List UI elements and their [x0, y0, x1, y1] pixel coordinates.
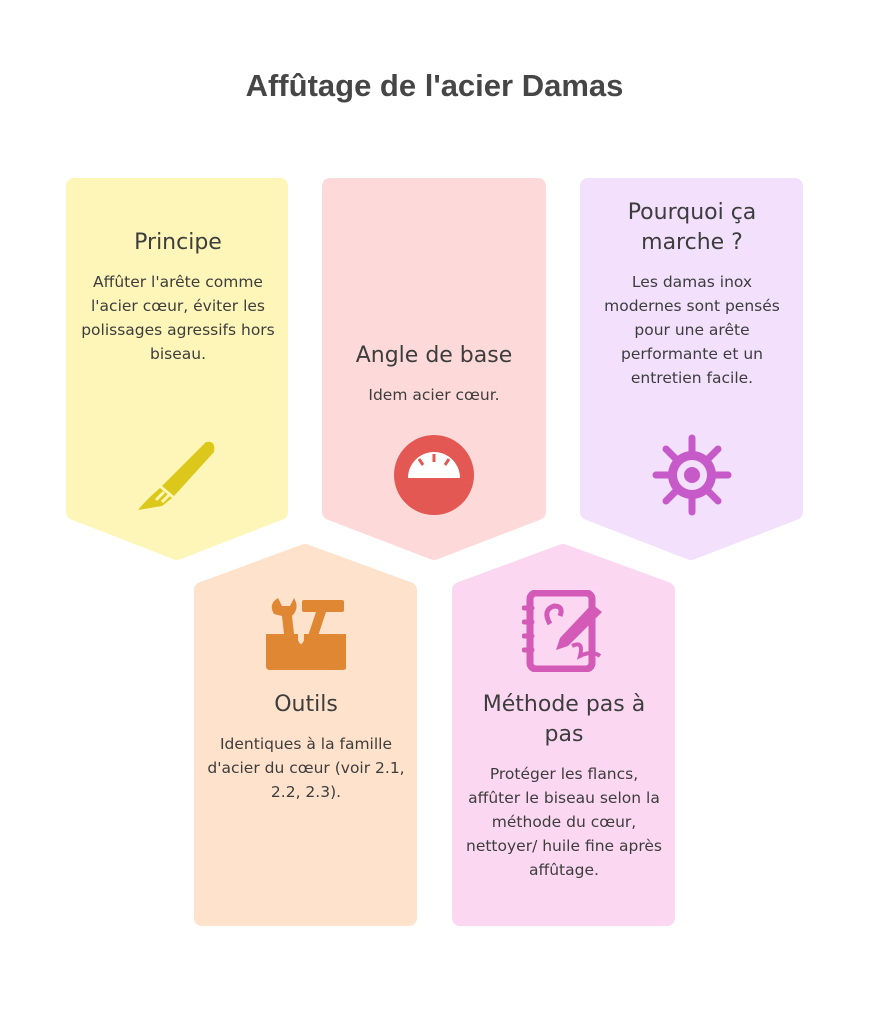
- card-body: Affûter l'arête comme l'acier cœur, évit…: [81, 273, 275, 363]
- card-heading: Principe: [134, 230, 222, 255]
- card-principe-shape: [66, 178, 288, 560]
- card-angle-shape: [322, 178, 546, 560]
- gear-icon: [652, 434, 732, 516]
- card-body: Idem acier cœur.: [368, 386, 500, 404]
- notebook-pen-icon: [522, 590, 602, 672]
- card-principe: Principe Affûter l'arête comme l'acier c…: [80, 228, 276, 366]
- toolbox-icon: [266, 598, 346, 670]
- card-body: Les damas inox modernes sont pensés pour…: [604, 273, 780, 387]
- card-heading: Pourquoi ça marche ?: [627, 200, 757, 255]
- card-heading: Angle de base: [355, 343, 513, 368]
- card-heading: Méthode pas à pas: [482, 692, 646, 747]
- card-pourquoi: Pourquoi ça marche ? Les damas inox mode…: [592, 198, 792, 390]
- gauge-icon: [394, 435, 474, 515]
- card-pourquoi-shape: [580, 178, 803, 560]
- card-body: Identiques à la famille d'acier du cœur …: [207, 735, 405, 801]
- card-methode-shape: [452, 544, 675, 926]
- card-methode: Méthode pas à pas Protéger les flancs, a…: [462, 690, 666, 882]
- card-angle: Angle de base Idem acier cœur.: [334, 341, 534, 407]
- card-outils-shape: [194, 544, 417, 926]
- card-body: Protéger les flancs, affûter le biseau s…: [466, 765, 662, 879]
- card-outils: Outils Identiques à la famille d'acier d…: [206, 690, 406, 804]
- page-title: Affûtage de l'acier Damas: [245, 68, 624, 103]
- card-heading: Outils: [274, 692, 338, 717]
- scalpel-icon: [138, 441, 215, 510]
